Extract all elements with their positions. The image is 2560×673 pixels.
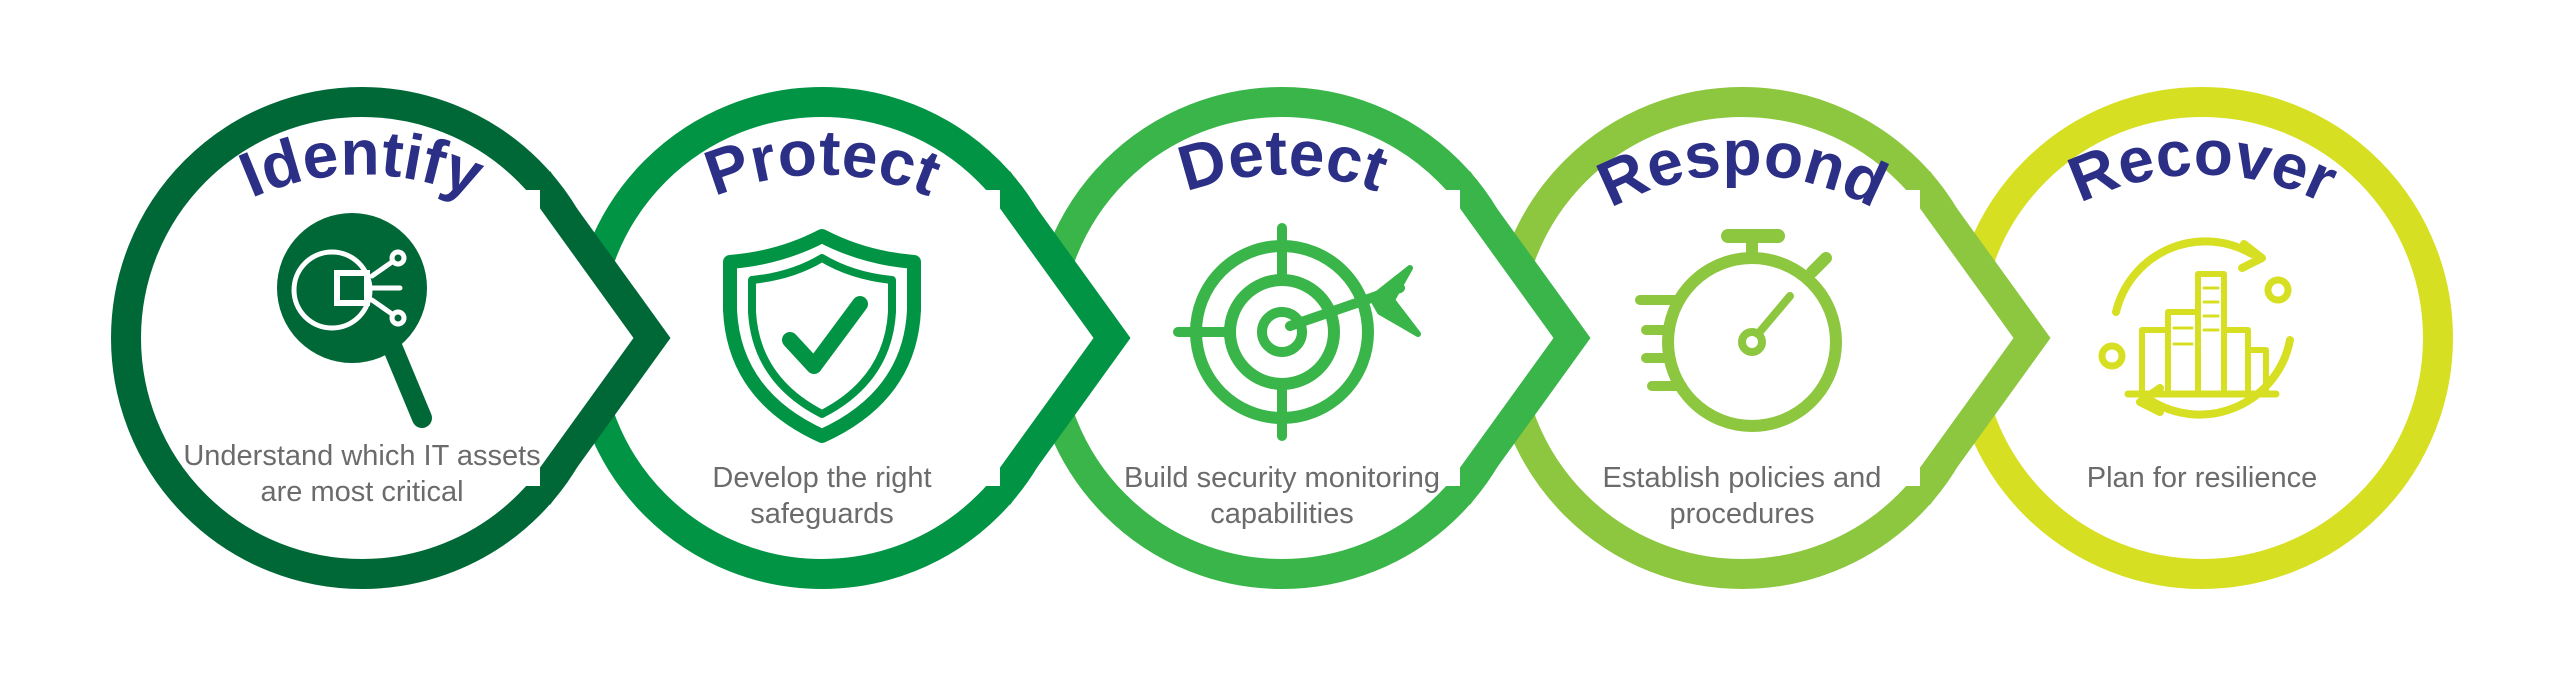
target-arrow-icon <box>1173 223 1421 441</box>
step-description-detect: Build security monitoring capabilities <box>1124 462 1440 530</box>
step-description-protect: Develop the right safeguards <box>712 462 932 530</box>
city-cycle-icon <box>2098 237 2294 419</box>
step-description-recover: Plan for resilience <box>2086 462 2318 494</box>
step-description-identify: Understand which IT assets are most crit… <box>183 440 541 508</box>
shield-check-icon <box>723 229 921 443</box>
stopwatch-icon <box>1635 229 1842 432</box>
magnifier-chip-icon <box>277 213 432 428</box>
step-description-respond: Establish policies and procedures <box>1602 462 1882 530</box>
step-ring-protect <box>571 87 1131 589</box>
